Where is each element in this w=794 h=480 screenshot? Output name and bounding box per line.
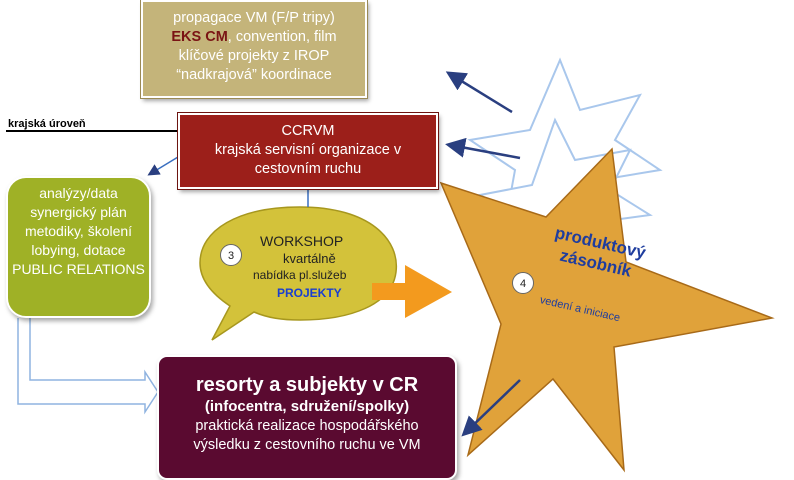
resorty-line4: výsledku z cestovního ruchu ve VM xyxy=(193,437,421,453)
arrow-star-to-ccrvm xyxy=(445,137,521,160)
top-box-line2: EKS CM, convention, film xyxy=(143,28,365,47)
top-box-line2-rest: , convention, film xyxy=(227,29,337,45)
product-star xyxy=(439,147,775,473)
top-box-promotion: propagace VM (F/P tripy) EKS CM, convent… xyxy=(140,0,368,99)
left-box-line: PUBLIC RELATIONS xyxy=(12,261,145,277)
top-box-line1: propagace VM (F/P tripy) xyxy=(173,10,335,26)
ccrvm-line3: cestovním ruchu xyxy=(254,161,362,177)
orange-arrow xyxy=(372,265,452,318)
workshop-title: WORKSHOP xyxy=(260,233,344,249)
resorty-line3: praktická realizace hospodářského xyxy=(195,418,419,434)
ccrvm-box: CCRVM krajská servisní organizace v cest… xyxy=(177,112,439,190)
resorty-box: resorty a subjekty v CR (infocentra, sdr… xyxy=(157,355,457,480)
workshop-bubble xyxy=(199,206,398,341)
workshop-number-badge: 3 xyxy=(220,244,242,266)
left-box-services: analýzy/data synergický plán metodiky, š… xyxy=(6,176,151,318)
workshop-services: nabídka pl.služeb xyxy=(253,268,347,282)
left-box-line: synergický plán xyxy=(30,204,127,220)
ccrvm-line2: krajská servisní organizace v xyxy=(214,142,402,158)
left-box-line: analýzy/data xyxy=(39,185,118,201)
top-box-line4: “nadkrajová” koordinace xyxy=(176,67,332,83)
left-box-line: metodiky, školení xyxy=(24,223,133,239)
star-number-badge: 4 xyxy=(512,272,534,294)
ccrvm-title: CCRVM xyxy=(281,123,335,139)
arrow-star-to-topbox xyxy=(445,71,513,114)
resorty-title: resorty a subjekty v CR xyxy=(195,374,419,396)
hollow-arrow-left-down-right xyxy=(17,318,159,415)
arrow-ccrvm-to-leftbox xyxy=(147,156,179,176)
left-box-line: lobying, dotace xyxy=(31,242,126,258)
workshop-frequency: kvartálně xyxy=(283,251,336,266)
resorty-line2: (infocentra, sdružení/spolky) xyxy=(204,398,410,415)
top-box-line3: klíčové projekty z IROP xyxy=(178,48,330,64)
level-label: krajská úroveň xyxy=(8,118,86,130)
arrow-star-to-resorty xyxy=(461,379,521,437)
eks-cm-label: EKS CM xyxy=(171,29,228,45)
workshop-projects: PROJEKTY xyxy=(277,286,342,300)
